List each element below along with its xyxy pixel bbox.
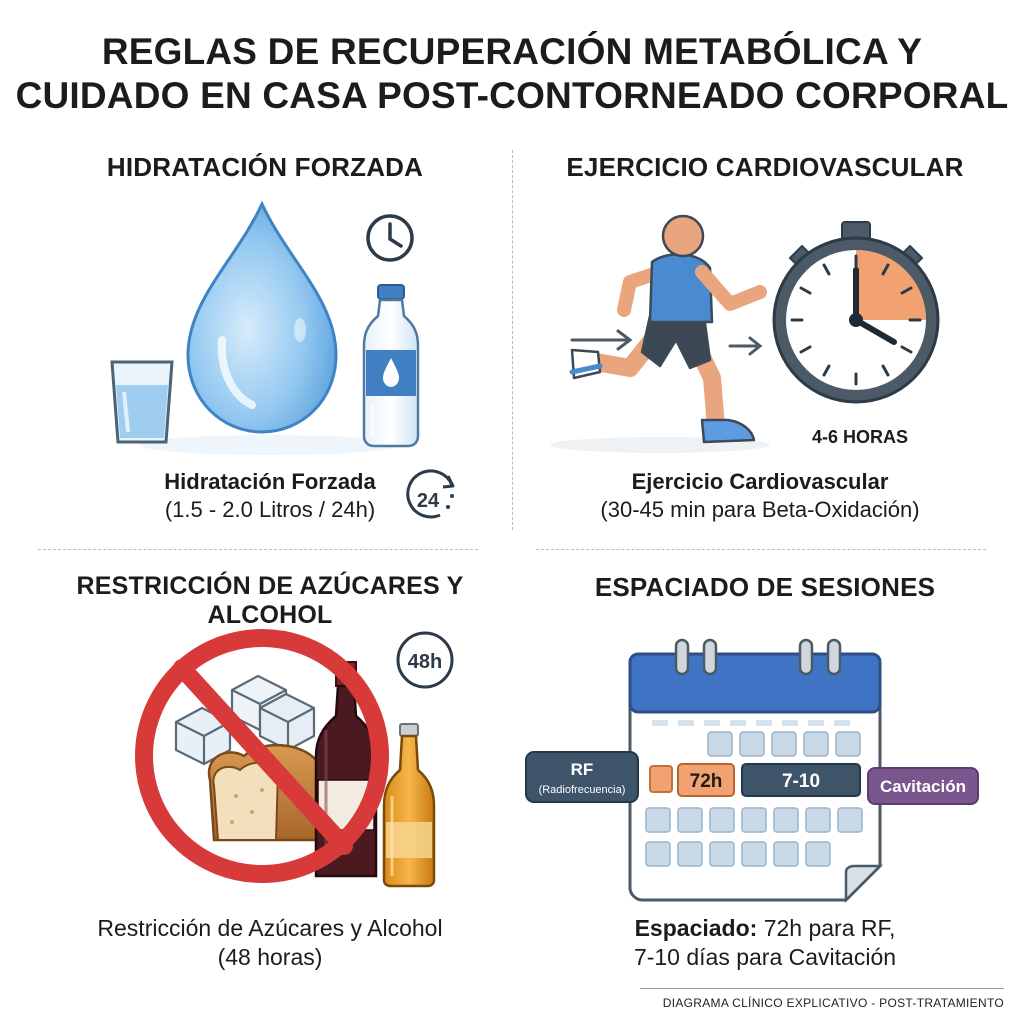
spacing-caption-line-2: 7-10 días para Cavitación (633, 944, 897, 970)
timer-segment (856, 250, 926, 320)
horizontal-divider-left (38, 549, 478, 550)
rf-day-cell (649, 765, 673, 793)
interval-7-10-label: 7-10 (782, 771, 820, 792)
title-line-1: REGLAS DE RECUPERACIÓN METABÓLICA Y (101, 31, 923, 72)
cavitation-tag-bg (867, 767, 979, 805)
beer-bottle-icon (382, 723, 436, 888)
interval-7-10-cell (741, 763, 861, 797)
clock-icon (366, 214, 414, 262)
cardio-caption-title: Ejercicio Cardiovascular (631, 469, 889, 494)
hydration-heading: HIDRATACIÓN FORZADA (106, 152, 424, 182)
water-drop-icon (186, 200, 338, 434)
timer-label: 4-6 HORAS (812, 427, 908, 447)
horizontal-divider-right (536, 549, 986, 550)
rf-tag-bg (525, 751, 639, 803)
motion-arrow-right-icon (728, 336, 763, 356)
cardio-art (550, 214, 940, 453)
spacing-caption-strong: Espaciado: (634, 915, 758, 941)
hydration-art (110, 200, 455, 519)
glass-icon (110, 360, 174, 444)
rf-label: RF (571, 760, 594, 779)
sugar-cubes-icon (174, 674, 316, 766)
hydration-caption-title: Hidratación Forzada (164, 469, 376, 494)
interval-72h-label: 72h (690, 771, 723, 792)
badge-24: 24 (417, 490, 440, 512)
prohibition-icon (135, 629, 389, 883)
cavitation-label: Cavitación (880, 777, 966, 796)
spacing-caption-line-1-rest: 72h para RF, (757, 915, 896, 941)
rf-sublabel: (Radiofrecuencia) (539, 784, 626, 796)
water-bottle-icon (362, 284, 420, 448)
restriction-heading: RESTRICCIÓN DE AZÚCARES Y ALCOHOL (76, 572, 464, 629)
badge-48h: 48h (408, 651, 442, 673)
hydration-caption-detail: (1.5 - 2.0 Litros / 24h) (164, 497, 376, 522)
vertical-divider (512, 150, 513, 530)
water-shadow (140, 435, 400, 455)
runner-icon (569, 214, 767, 444)
footer-rule (640, 988, 1004, 989)
badge-48h-circle (396, 631, 454, 689)
cardio-caption: Ejercicio Cardiovascular (30-45 min para… (540, 468, 980, 524)
interval-72h-cell (677, 763, 735, 797)
title-line-2: CUIDADO EN CASA POST-CONTORNEADO CORPORA… (15, 75, 1009, 116)
calendar-art (525, 638, 979, 904)
hydration-caption: Hidratación Forzada (1.5 - 2.0 Litros / … (80, 468, 460, 524)
stopwatch-icon (772, 221, 940, 404)
restriction-caption-title: Restricción de Azúcares y Alcohol (97, 915, 443, 941)
refresh-24-icon (406, 469, 455, 519)
cardio-heading: EJERCICIO CARDIOVASCULAR (566, 152, 964, 182)
spacing-caption-line-1: Espaciado: 72h para RF, (540, 914, 990, 943)
restriction-caption: Restricción de Azúcares y Alcohol (48 ho… (40, 914, 500, 972)
calendar-icon (628, 638, 884, 904)
cardio-caption-detail: (30-45 min para Beta-Oxidación) (600, 497, 920, 522)
spacing-caption: Espaciado: 72h para RF, 7-10 días para C… (540, 914, 990, 972)
spacing-heading: ESPACIADO DE SESIONES (594, 572, 936, 602)
footer-note: DIAGRAMA CLÍNICO EXPLICATIVO - POST-TRAT… (662, 996, 1004, 1010)
motion-arrow-left-icon (570, 329, 633, 351)
restriction-caption-detail: (48 horas) (217, 944, 323, 970)
page-title: REGLAS DE RECUPERACIÓN METABÓLICA Y CUID… (0, 30, 1024, 118)
restriction-art (135, 629, 454, 888)
